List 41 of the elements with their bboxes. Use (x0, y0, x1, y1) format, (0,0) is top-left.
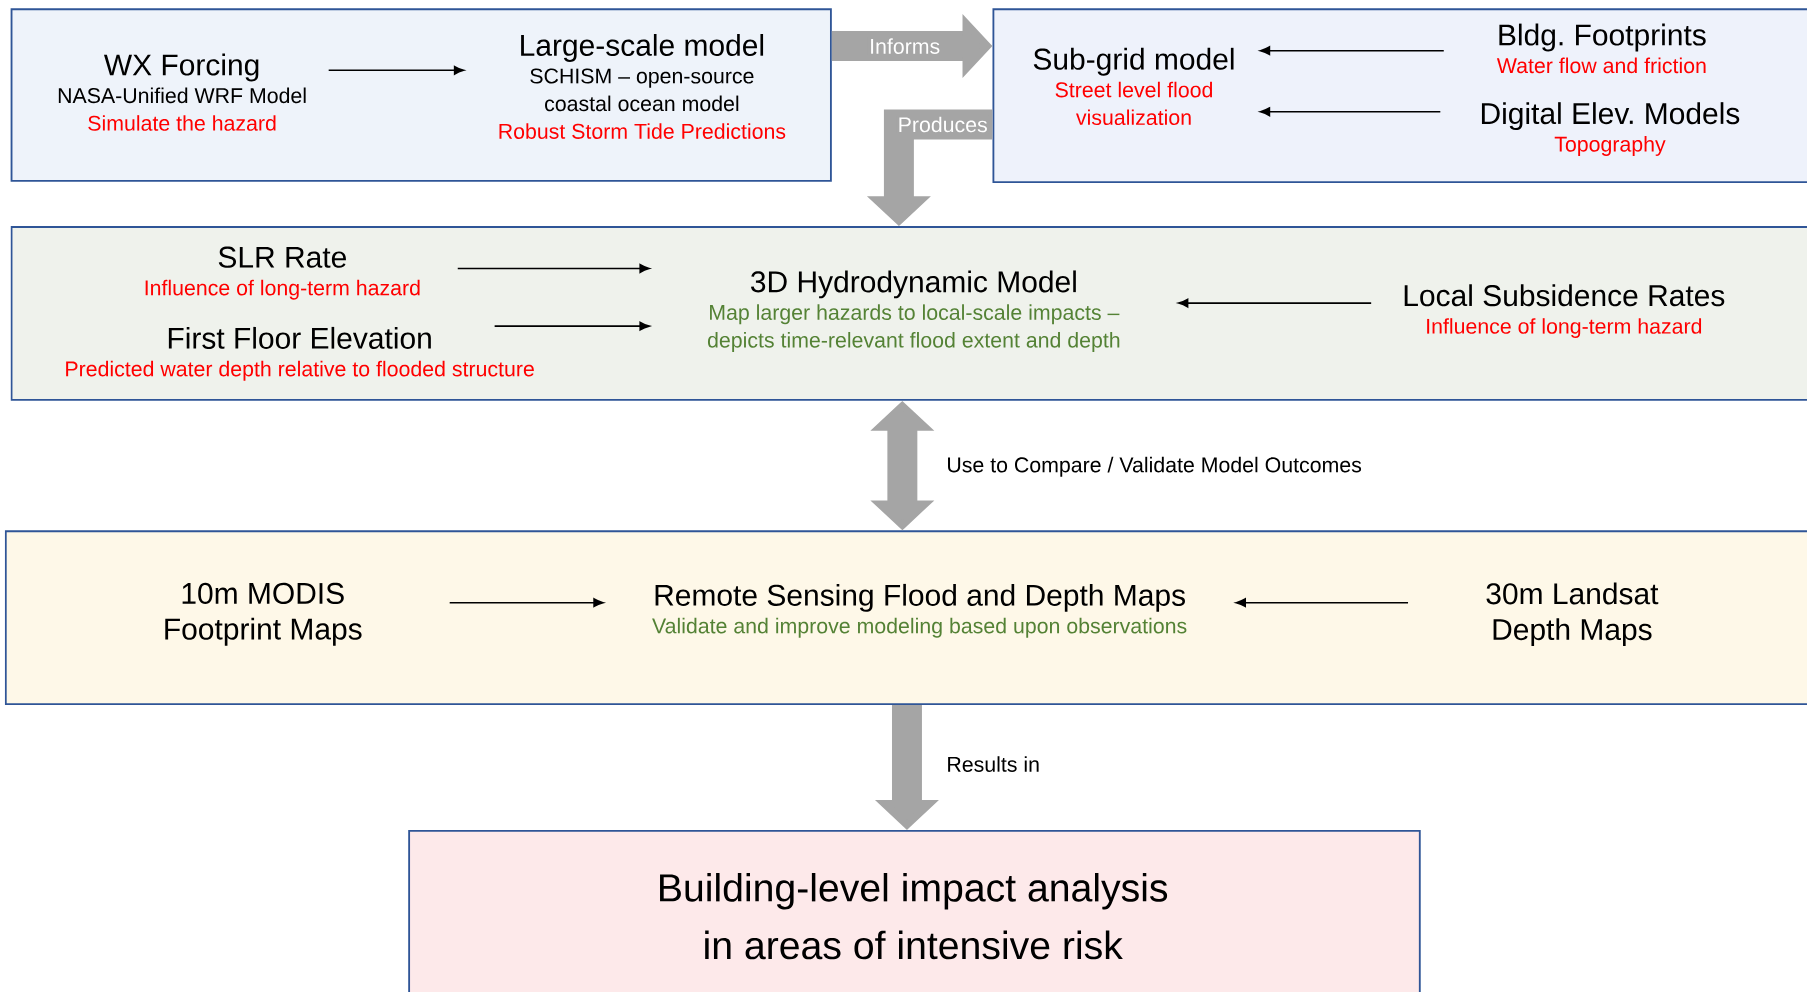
panel-box (992, 8, 1807, 183)
node-subtitle: Topography (1554, 136, 1666, 156)
arrow (493, 321, 650, 331)
node-subtitle: Robust Storm Tide Predictions (499, 123, 786, 139)
node-subtitle: Water flow and friction (1496, 57, 1706, 74)
node-title: Local Subsidence Rates (1404, 284, 1725, 307)
edge-label: Use to Compare / Validate Model Outcomes (945, 455, 1364, 478)
arrow (1259, 107, 1442, 117)
node-subtitle: Predicted water depth relative to flooded structure (66, 360, 534, 381)
arrow (327, 65, 465, 75)
node-subtitle: SCHISM – open-source coastal ocean model (530, 68, 754, 112)
node-title: 10m MODIS Footprint Maps (165, 582, 362, 646)
arrow (456, 263, 650, 273)
node-title: Sub-grid model (1033, 47, 1234, 76)
edge-label: Informs (867, 37, 942, 55)
node-title: Bldg. Footprints (1499, 23, 1706, 52)
node-subtitle: Influence of long-term hazard (145, 279, 420, 300)
node-title: 3D Hydrodynamic Model (751, 270, 1076, 299)
node-title: Large-scale model (521, 33, 764, 62)
panel-box (10, 226, 1807, 401)
node-title: 30m Landsat Depth Maps (1486, 582, 1659, 646)
edge-label: Results in (945, 754, 1042, 773)
node-subtitle: Map larger hazards to local-scale impacts – depicts time-relevant flood extent and depth (707, 304, 1120, 352)
node-title: Remote Sensing Flood and Depth Maps (655, 583, 1185, 612)
panel-box (10, 8, 832, 182)
node-subtitle: Influence of long-term hazard (1427, 318, 1702, 338)
panel-box (4, 530, 1807, 705)
node-title: Digital Elev. Models (1481, 102, 1740, 130)
edge-label: Produces (896, 115, 989, 134)
result-box: Building-level impact analysis in areas of intensive risk (408, 829, 1421, 992)
arrow (1177, 298, 1372, 308)
node-subtitle: NASA-Unified WRF Model (58, 87, 306, 104)
node-subtitle: Simulate the hazard (88, 115, 276, 131)
node-title: WX Forcing (103, 53, 259, 82)
arrow (1235, 598, 1409, 608)
arrow (1259, 46, 1445, 56)
arrow (448, 598, 604, 608)
node-title: First Floor Elevation (168, 326, 431, 349)
node-subtitle: Validate and improve modeling based upon observations (652, 617, 1187, 638)
node-title: SLR Rate (218, 246, 346, 268)
node-subtitle: Street level flood visualization (1055, 81, 1212, 125)
